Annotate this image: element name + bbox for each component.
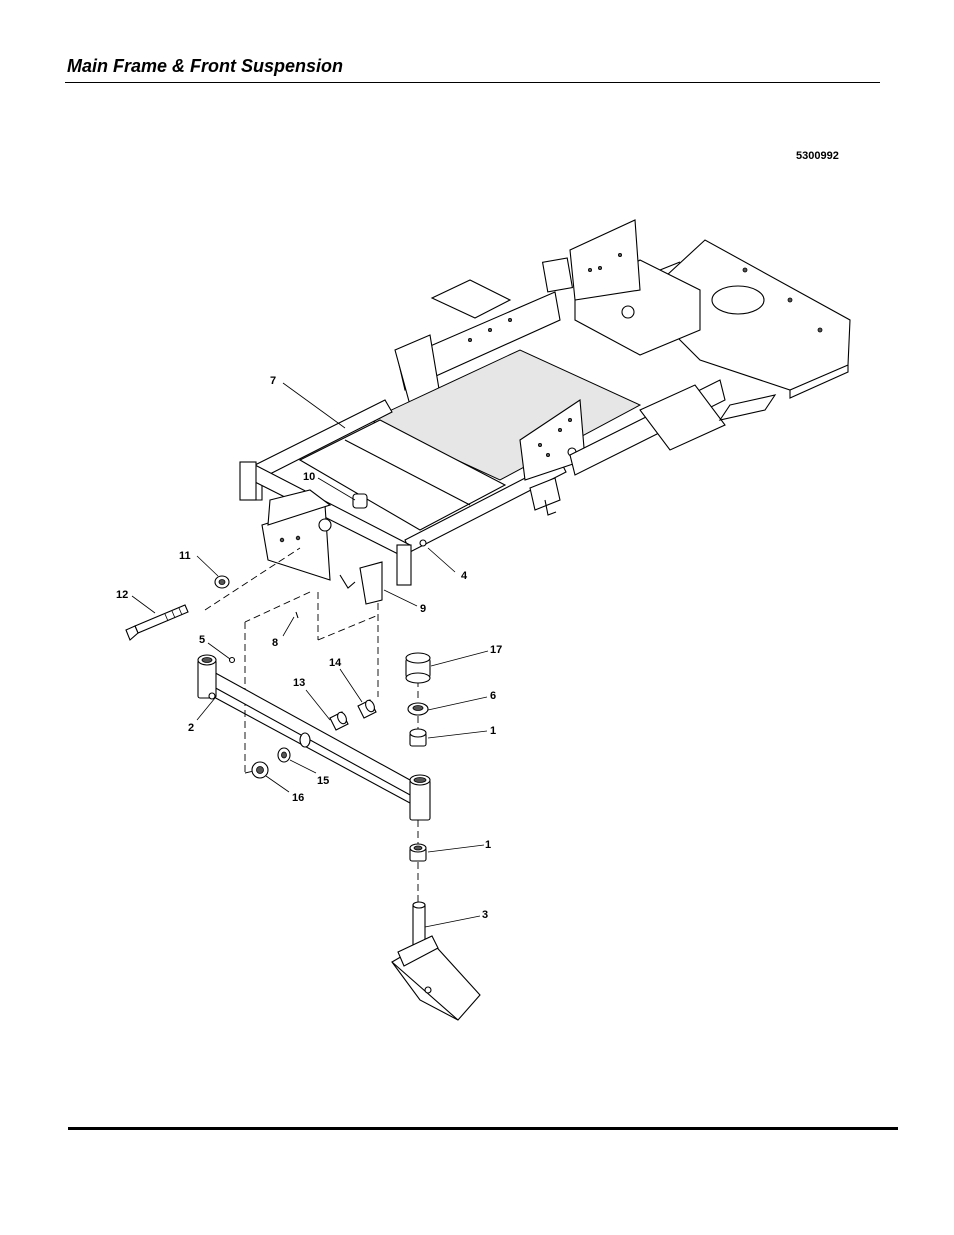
front-upright-left (239, 461, 257, 501)
hardware-parts (125, 575, 431, 862)
footer-rule (68, 1127, 898, 1130)
front-axle (197, 654, 431, 821)
callout-1-lower: 1 (485, 839, 491, 851)
spacer-14 (357, 699, 377, 719)
title-rule (65, 82, 880, 83)
callout-7: 7 (270, 375, 276, 387)
pivot-bracket (359, 561, 383, 605)
callout-11: 11 (179, 550, 191, 562)
bolt-12 (125, 604, 189, 641)
pin-8 (295, 611, 299, 619)
spacer-13 (329, 711, 349, 731)
callout-4: 4 (461, 570, 468, 582)
side-bracket-right (639, 384, 726, 451)
bushing-1-lower (409, 843, 427, 862)
callout-1-upper: 1 (490, 725, 496, 737)
callout-16: 16 (292, 792, 304, 804)
axle-spindle-housing (409, 779, 431, 821)
side-bracket-left (430, 279, 512, 319)
nut-11 (214, 575, 230, 589)
deck-hole (711, 285, 765, 315)
callout-10: 10 (303, 471, 315, 483)
callout-17: 17 (490, 644, 502, 656)
leader-lines (131, 382, 489, 928)
callout-labels: 7 10 4 11 12 9 8 5 14 13 17 6 1 2 15 16 … (116, 375, 502, 921)
frame-floor-front (298, 419, 507, 531)
axle-beam (209, 668, 413, 798)
bushing-1-upper (409, 728, 427, 747)
rear-upright-plate (569, 219, 641, 301)
page-title: Main Frame & Front Suspension (67, 56, 344, 76)
callout-15: 15 (317, 775, 329, 787)
callout-14: 14 (329, 657, 342, 669)
front-upright-right (396, 544, 412, 586)
washer-15 (277, 747, 291, 763)
callout-12: 12 (116, 589, 128, 601)
callout-6: 6 (490, 690, 496, 702)
frame-bolt (419, 539, 427, 547)
caster-fork (391, 901, 481, 1021)
callout-5: 5 (199, 634, 205, 646)
callout-13: 13 (293, 677, 305, 689)
callout-9: 9 (420, 603, 426, 615)
bushing-16 (251, 761, 269, 779)
frame-spacer (352, 493, 368, 509)
seal-6 (407, 702, 429, 716)
drawing-number: 5300992 (796, 150, 839, 162)
callout-3: 3 (482, 909, 488, 921)
cap-17 (405, 652, 431, 684)
fitting-5 (228, 656, 236, 664)
callout-8: 8 (272, 637, 278, 649)
callout-2: 2 (188, 722, 194, 734)
alignment-lines (204, 547, 419, 903)
main-frame (239, 219, 851, 605)
front-hook-bracket (529, 477, 561, 511)
